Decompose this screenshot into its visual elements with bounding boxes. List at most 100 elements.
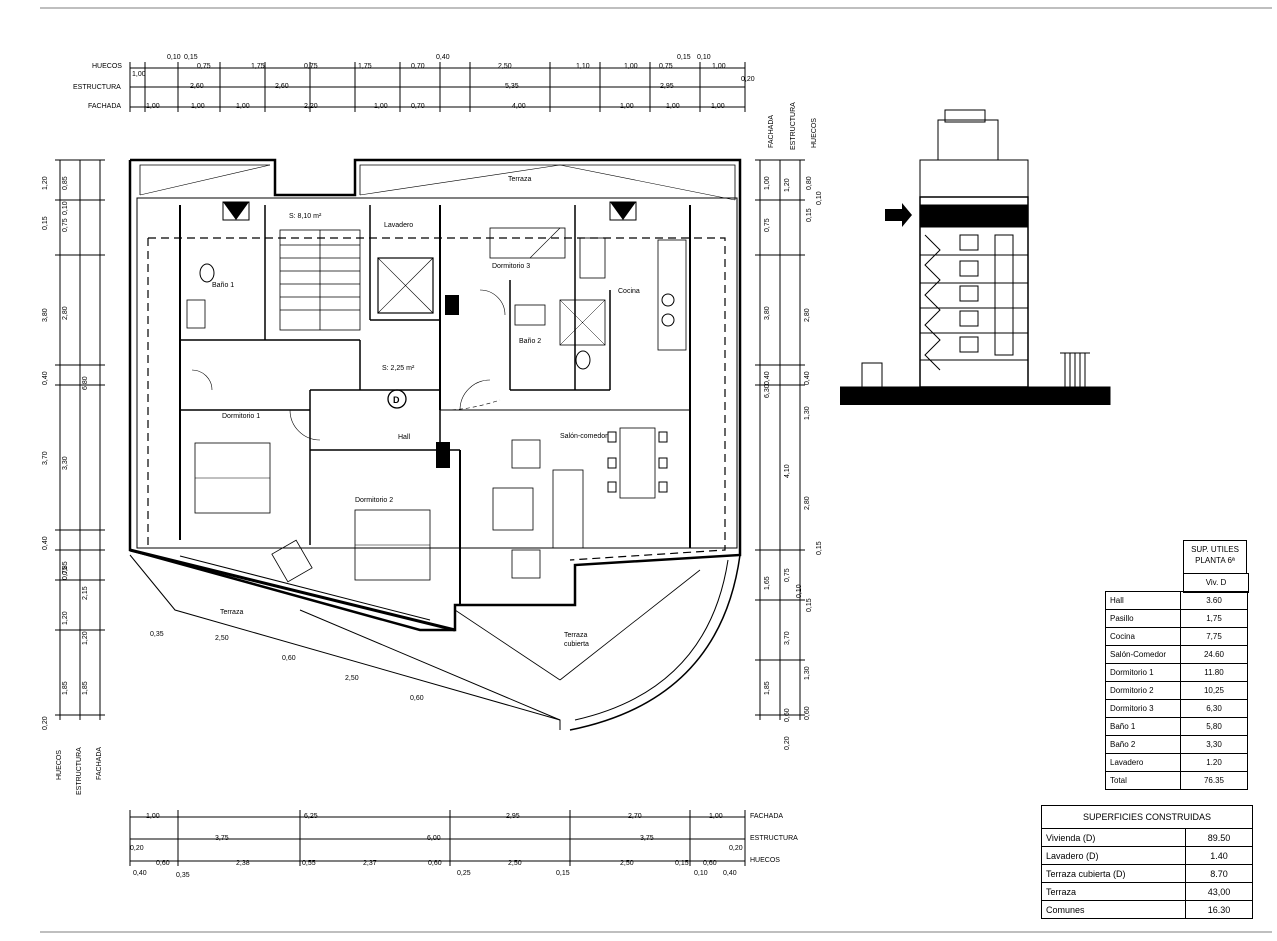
diag-dim-1: 0,35 <box>150 631 164 638</box>
dim-bot-h: 0,20 <box>130 845 144 852</box>
dim-left: 3,80 <box>42 308 49 322</box>
dim-left-mid: 0,10 <box>62 201 69 215</box>
row-value: 16.30 <box>1185 900 1253 919</box>
row-name: Salón-Comedor <box>1105 645 1181 664</box>
row-value: 3,30 <box>1180 735 1248 754</box>
dim-bot-e: 6,00 <box>427 835 441 842</box>
dim-bot-f: 2,70 <box>628 813 642 820</box>
room-label-terraza-w: Terraza <box>220 609 244 616</box>
row-value: 6,30 <box>1180 699 1248 718</box>
label-huecos-top: HUECOS <box>92 63 122 70</box>
dim-right-inner: 0,15 <box>816 541 823 555</box>
hall-area: S: 2,25 m² <box>382 365 415 372</box>
dim-bot-h: 0,60 <box>156 860 170 867</box>
dim-top-h: 1,00 <box>132 71 146 78</box>
label-estructura-bottom: ESTRUCTURA <box>750 835 798 842</box>
room-label-terraza-cubierta: Terraza cubierta <box>564 632 589 648</box>
dim-left-mid: 2,15 <box>82 586 89 600</box>
room-label-salon: Salón-comedor <box>560 433 608 440</box>
label-fachada-left: FACHADA <box>96 746 103 780</box>
row-value: 10,25 <box>1180 681 1248 700</box>
dim-left-mid: 3,30 <box>62 456 69 470</box>
diag-dim-4: 2,50 <box>345 675 359 682</box>
dim-bot-h: 0,20 <box>729 845 743 852</box>
unit-tag: D <box>393 395 400 405</box>
dim-top-f: 1,00 <box>711 103 725 110</box>
room-label-hall: Hall <box>398 434 411 441</box>
dim-bot-low: 0,25 <box>457 870 471 877</box>
dim-right-inner: 0,15 <box>806 208 813 222</box>
sup-utiles-title-1: SUP. UTILES <box>1191 545 1239 554</box>
dim-top-h: 1,10 <box>576 63 590 70</box>
dim-right-inner: 0,10 <box>796 584 803 598</box>
row-value: 43,00 <box>1185 882 1253 901</box>
row-value: 3.60 <box>1180 591 1248 610</box>
stair-area: S: 8,10 m² <box>289 213 322 220</box>
dim-bot-f: 1,00 <box>709 813 723 820</box>
dim-left: 0,40 <box>42 536 49 550</box>
dim-bot-e: 3,75 <box>215 835 229 842</box>
dim-bot-low: 0,10 <box>694 870 708 877</box>
dim-bot-low: 0,35 <box>176 872 190 879</box>
dim-bot-f: 1,00 <box>146 813 160 820</box>
row-name: Dormitorio 2 <box>1105 681 1181 700</box>
sup-utiles-header: SUP. UTILES PLANTA 6ª <box>1183 540 1247 574</box>
dim-top-h: 1,75 <box>251 63 265 70</box>
row-name: Dormitorio 3 <box>1105 699 1181 718</box>
dim-right-mid: 2,80 <box>804 308 811 322</box>
row-name: Baño 1 <box>1105 717 1181 736</box>
row-name: Baño 2 <box>1105 735 1181 754</box>
row-name: Pasillo <box>1105 609 1181 628</box>
row-value: 1.40 <box>1185 846 1253 865</box>
dim-bot-h: 2,50 <box>620 860 634 867</box>
row-value: 7,75 <box>1180 627 1248 646</box>
building-section <box>840 109 1111 405</box>
dim-right: 0,75 <box>764 218 771 232</box>
dim-right: 4,10 <box>784 464 791 478</box>
room-label-terraza-n: Terraza <box>508 176 532 183</box>
dim-right-inner: 0,40 <box>764 371 771 385</box>
room-label-dormitorio2: Dormitorio 2 <box>355 497 394 504</box>
dim-left: 1,85 <box>62 681 69 695</box>
dim-top-h: 0,15 <box>677 54 691 61</box>
label-huecos-right: HUECOS <box>811 118 818 148</box>
dim-bot-h: 0,60 <box>703 860 717 867</box>
dim-left-mid: 1,20 <box>82 631 89 645</box>
dim-right-mid: 2,80 <box>804 496 811 510</box>
row-name: Dormitorio 1 <box>1105 663 1181 682</box>
row-name: Total <box>1105 771 1181 790</box>
dim-left: 1,20 <box>62 611 69 625</box>
dim-top-e: 2,60 <box>275 83 289 90</box>
row-value: 1,75 <box>1180 609 1248 628</box>
dim-right-inner: 0,80 <box>806 176 813 190</box>
dim-right-inner: 0,15 <box>806 598 813 612</box>
row-value: 5,80 <box>1180 717 1248 736</box>
label-fachada-bottom: FACHADA <box>750 813 784 820</box>
dim-top-h: 0,15 <box>184 54 198 61</box>
dim-left: 0,15 <box>42 216 49 230</box>
dim-right-inner: 0,10 <box>816 191 823 205</box>
row-value: 8.70 <box>1185 864 1253 883</box>
sup-utiles-title-2: PLANTA 6ª <box>1195 556 1235 565</box>
row-name: Vivienda (D) <box>1041 828 1186 847</box>
dim-right: 1,65 <box>764 576 771 590</box>
room-label-bano2: Baño 2 <box>519 338 542 345</box>
dim-right-mid: 0,40 <box>804 371 811 385</box>
dim-top-h: 0,10 <box>167 54 181 61</box>
table-row: Lavadero (D)1.40 <box>1041 846 1253 865</box>
dim-bot-h: 2,50 <box>508 860 522 867</box>
table-row: Vivienda (D)89.50 <box>1041 828 1253 847</box>
row-value: 1.20 <box>1180 753 1248 772</box>
